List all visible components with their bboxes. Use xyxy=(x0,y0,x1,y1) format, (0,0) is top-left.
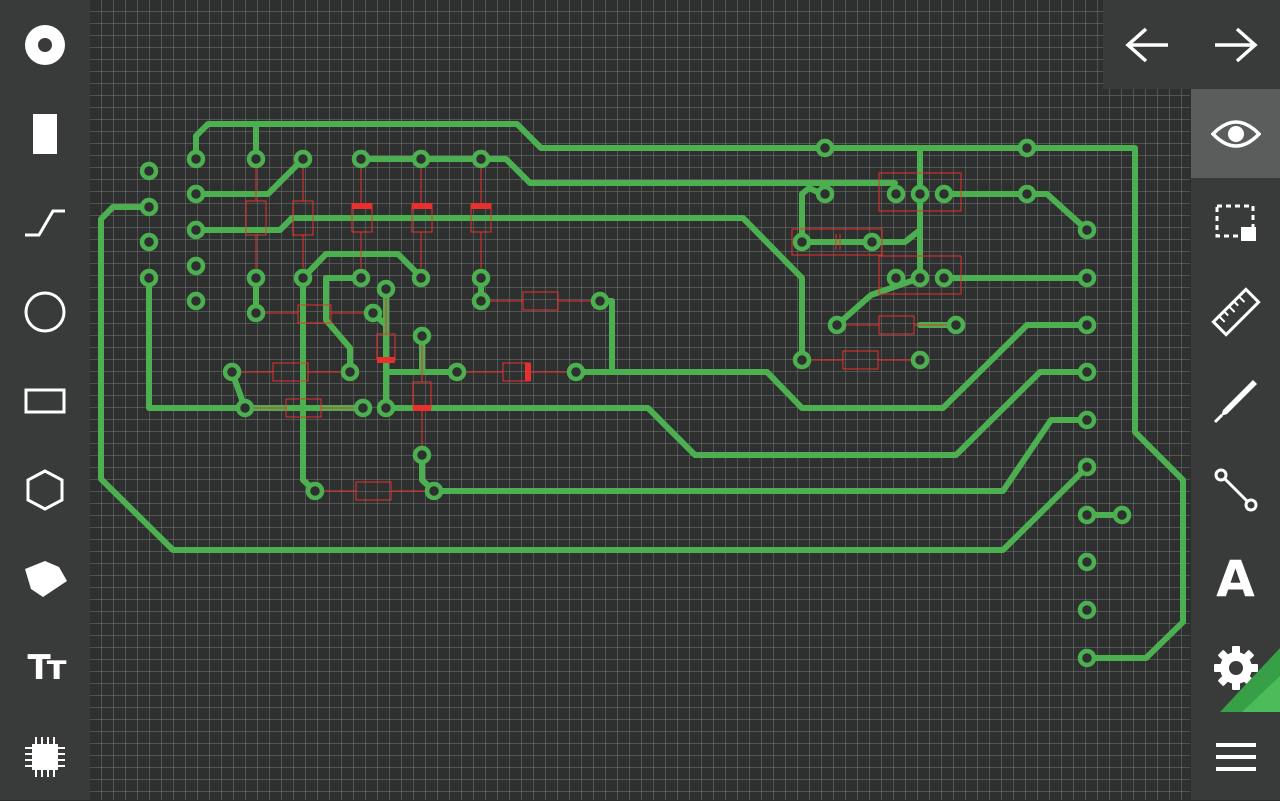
tool-settings[interactable] xyxy=(1191,623,1280,712)
rectangle-icon xyxy=(24,388,66,413)
redo-button[interactable] xyxy=(1192,0,1280,89)
tool-pad[interactable] xyxy=(0,0,90,89)
hamburger-menu-icon xyxy=(1215,742,1256,771)
tool-measure[interactable] xyxy=(1191,267,1280,356)
tool-zone[interactable] xyxy=(0,534,90,623)
undo-button[interactable] xyxy=(1103,0,1191,89)
pads xyxy=(139,138,1132,668)
tool-text[interactable]: Tт xyxy=(0,623,90,712)
tool-circle[interactable] xyxy=(0,267,90,356)
zone-icon xyxy=(25,560,67,597)
pen-icon xyxy=(1213,379,1257,423)
silkscreen-polarity-marks xyxy=(352,203,531,411)
connect-icon xyxy=(1214,468,1257,511)
polygon-icon xyxy=(26,468,64,511)
tool-select[interactable] xyxy=(1191,178,1280,267)
tool-rectangle[interactable] xyxy=(0,356,90,445)
smd-pad-icon xyxy=(33,113,57,154)
arrow-right-icon xyxy=(1215,27,1258,62)
tool-view[interactable] xyxy=(1191,89,1280,178)
ruler-icon xyxy=(1210,286,1261,337)
corner-indicator xyxy=(1220,648,1280,712)
tool-polygon[interactable] xyxy=(0,445,90,534)
history-bar xyxy=(1103,0,1280,89)
circle-icon xyxy=(24,291,66,332)
tool-connect[interactable] xyxy=(1191,445,1280,534)
tool-track[interactable] xyxy=(0,178,90,267)
track-icon xyxy=(25,209,65,236)
tool-draw[interactable] xyxy=(1191,356,1280,445)
gear-icon xyxy=(1213,645,1258,690)
text-icon: Tт xyxy=(27,647,67,688)
tool-component[interactable] xyxy=(0,712,90,801)
label-text-icon: A xyxy=(1216,549,1255,608)
tool-smd-pad[interactable] xyxy=(0,89,90,178)
copper-traces xyxy=(98,121,1186,661)
chip-icon xyxy=(25,736,65,777)
pcb-canvas[interactable] xyxy=(90,0,1190,800)
left-toolbar: Tт xyxy=(0,0,90,800)
arrow-left-icon xyxy=(1125,27,1168,62)
tool-menu[interactable] xyxy=(1191,712,1280,801)
silkscreen xyxy=(240,168,962,501)
pad-icon xyxy=(25,24,65,65)
select-area-icon xyxy=(1215,204,1256,241)
tool-label[interactable]: A xyxy=(1191,534,1280,623)
eye-icon xyxy=(1210,119,1261,148)
